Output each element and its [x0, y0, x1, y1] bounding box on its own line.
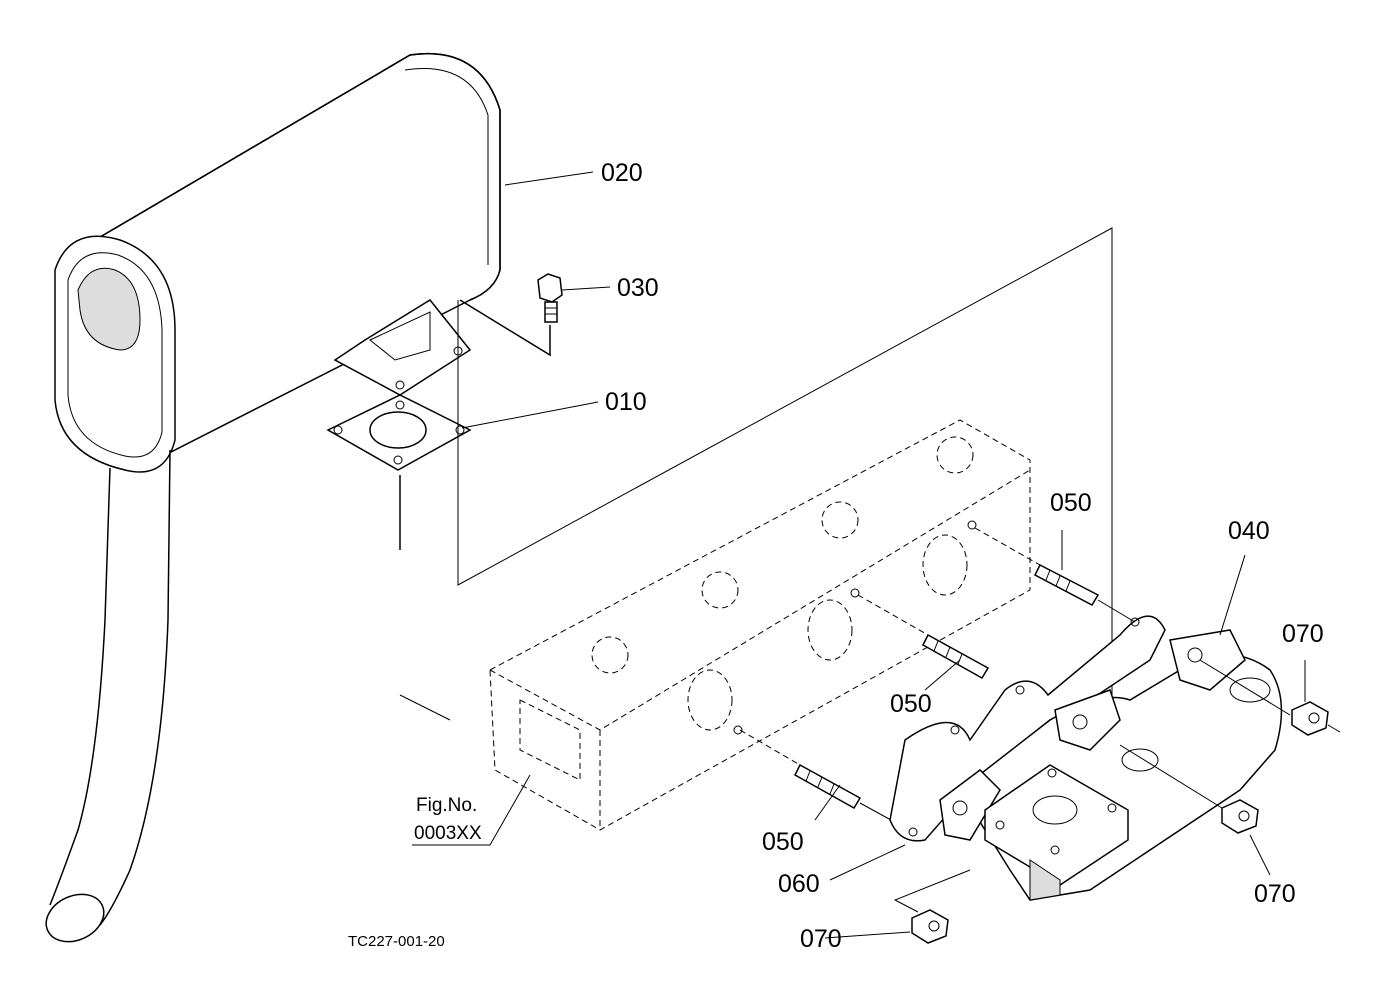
cylinder-head-reference	[399, 419, 1031, 831]
callout-muffler: 020	[601, 159, 643, 187]
callout-stud-bottom: 050	[762, 828, 804, 856]
muffler[interactable]	[39, 53, 501, 951]
nut-right-bottom[interactable]	[1119, 744, 1259, 834]
fig-label: Fig.No.	[416, 795, 477, 816]
callout-bolt: 030	[617, 274, 659, 302]
callout-manifold-gasket: 060	[778, 870, 820, 898]
stud-bottom[interactable]	[739, 729, 901, 826]
callout-manifold: 040	[1228, 517, 1270, 545]
callout-nut-bottom: 070	[800, 925, 842, 953]
callout-stud-top: 050	[1050, 489, 1092, 517]
bolt[interactable]	[459, 273, 563, 357]
stud-top[interactable]	[974, 527, 1141, 626]
exhaust-manifold[interactable]	[939, 629, 1283, 901]
drawing-code: TC227-001-20	[348, 933, 445, 950]
callout-nut-right-top: 070	[1282, 620, 1324, 648]
muffler-gasket[interactable]	[326, 394, 472, 550]
nut-bottom[interactable]	[893, 869, 971, 944]
callout-stud-middle: 050	[890, 690, 932, 718]
fig-number: 0003XX	[414, 823, 482, 844]
leader-lines	[412, 171, 1306, 939]
stud-middle[interactable]	[857, 594, 990, 680]
callout-muffler-gasket: 010	[605, 388, 647, 416]
callout-nut-right-bottom: 070	[1254, 880, 1296, 908]
manifold-gasket[interactable]	[889, 615, 1166, 842]
nut-right-top[interactable]	[1199, 659, 1341, 736]
alignment-frame	[457, 227, 1113, 780]
